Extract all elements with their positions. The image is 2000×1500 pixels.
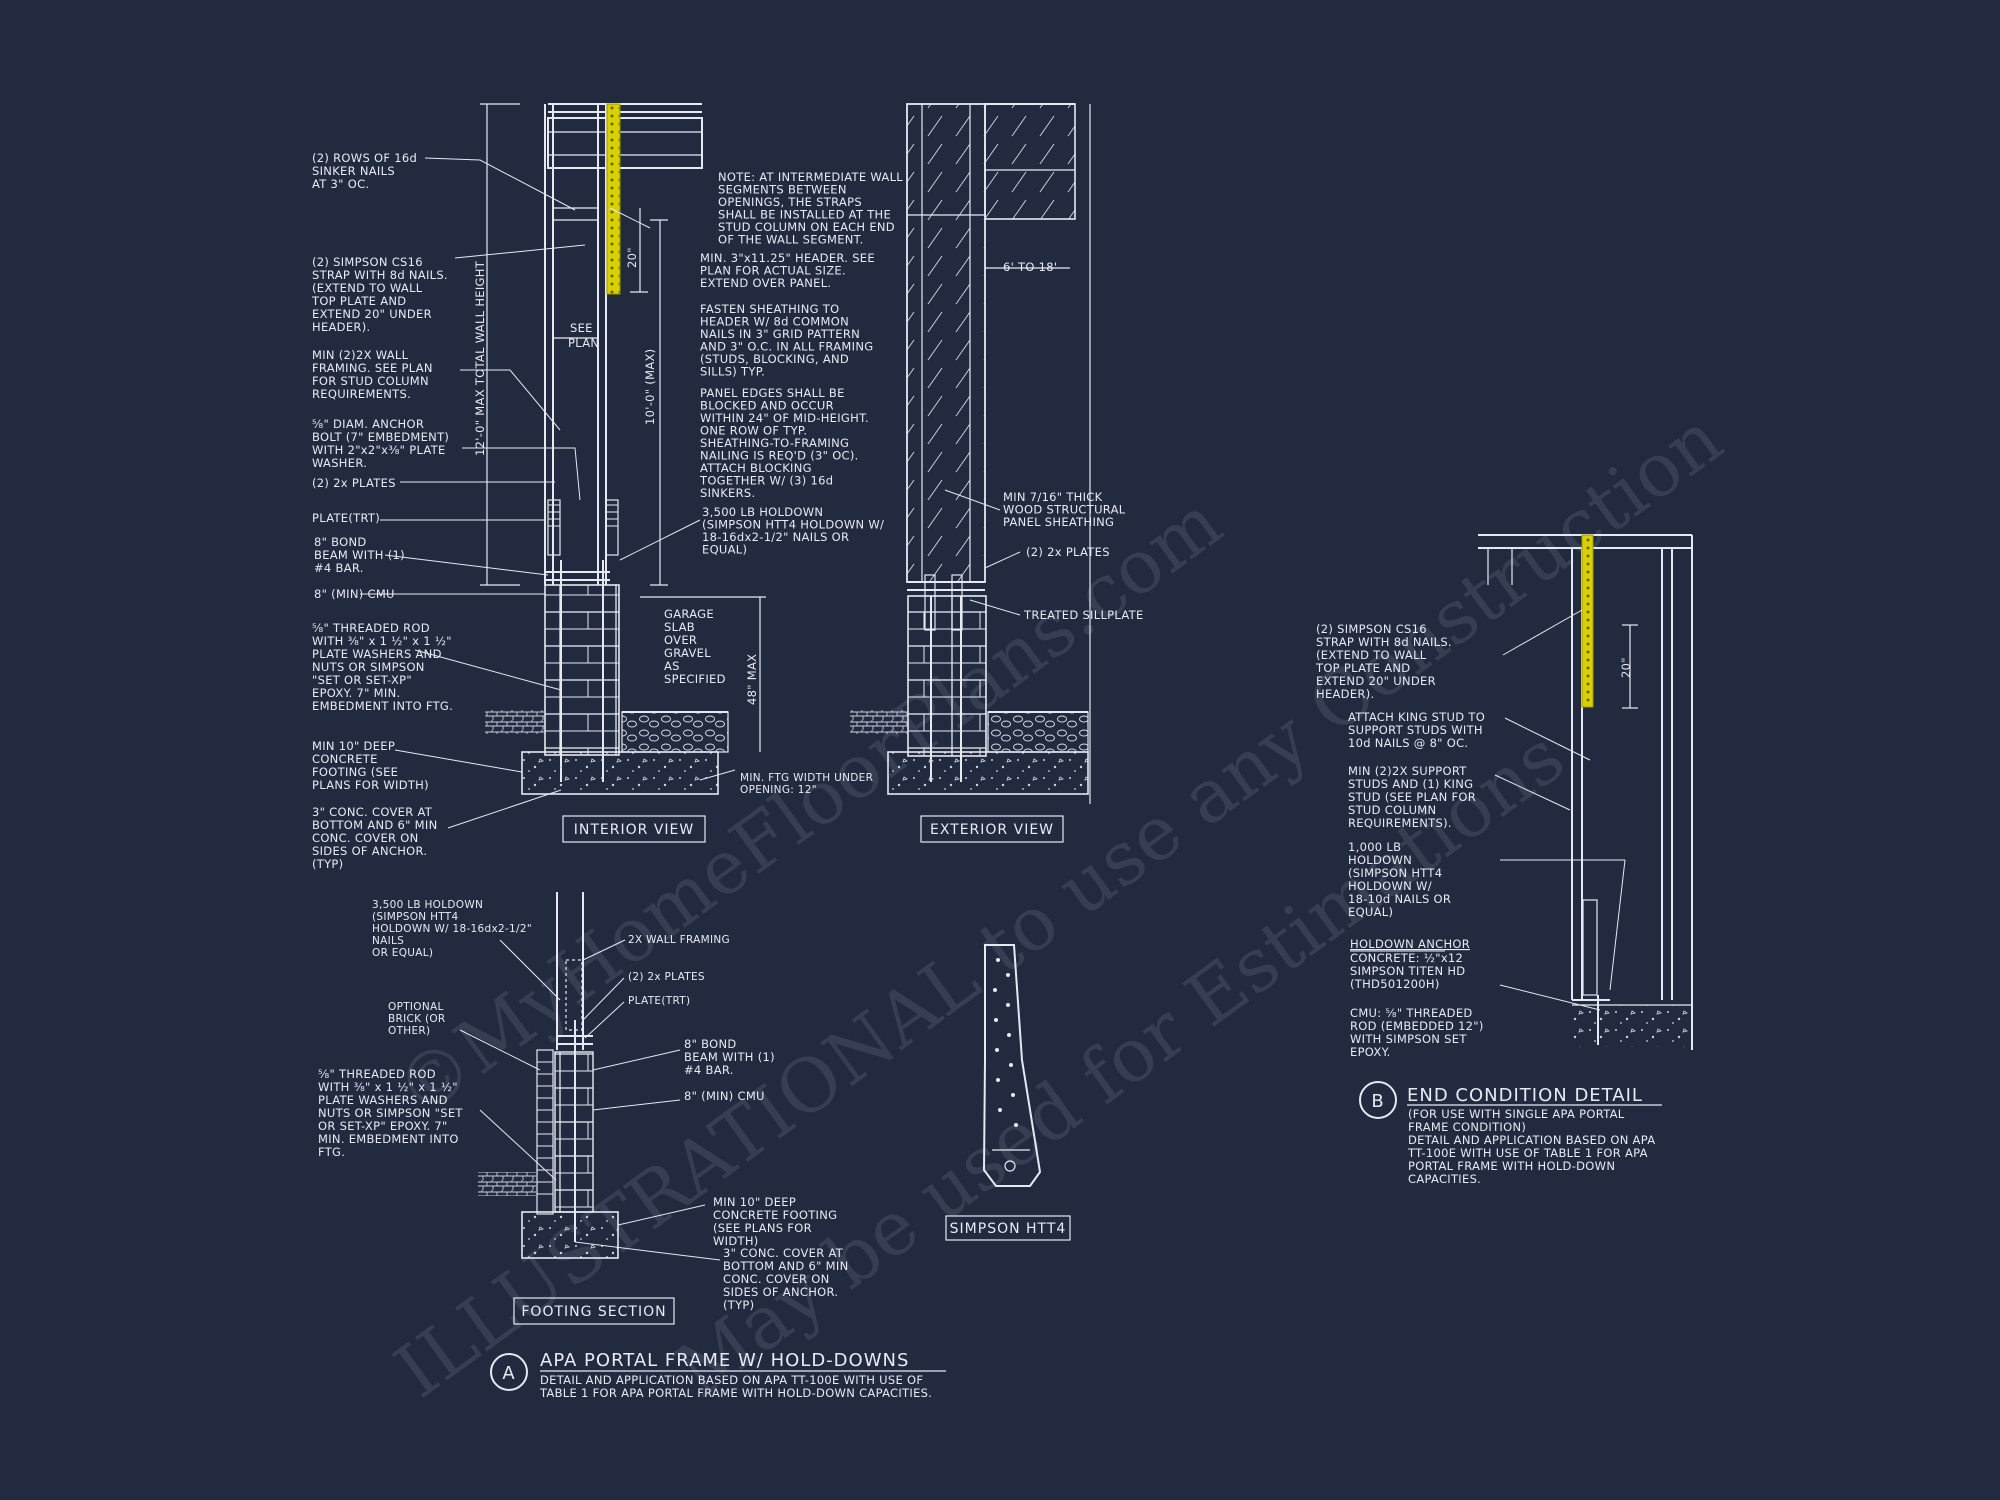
label-simpson-htt4: SIMPSON HTT4: [950, 1221, 1067, 1237]
fs-note-threaded-rod: ⅝" THREADED ROD WITH ⅜" x 1 ½" x 1 ½" PL…: [318, 1067, 467, 1159]
interior-view: [360, 103, 766, 829]
fs-note-brick: OPTIONAL BRICK (OR OTHER): [388, 1001, 449, 1037]
detail-b-subtitle: (FOR USE WITH SINGLE APA PORTAL FRAME CO…: [1407, 1107, 1659, 1186]
dim-48-max: 48" MAX: [745, 654, 759, 705]
header-beam: [547, 117, 703, 169]
note-straps: NOTE: AT INTERMEDIATE WALL SEGMENTS BETW…: [718, 170, 907, 247]
note-min-ftg: MIN. FTG WIDTH UNDER OPENING: 12": [740, 772, 877, 796]
note-ext-plates: (2) 2x PLATES: [1026, 545, 1110, 559]
sheathing-panel: [906, 103, 986, 583]
b-note-king-stud: ATTACH KING STUD TO SUPPORT STUDS WITH 1…: [1348, 710, 1489, 750]
fs-note-plate-trt: PLATE(TRT): [628, 995, 690, 1007]
note-fasten: FASTEN SHEATHING TO HEADER W/ 8d COMMON …: [700, 302, 877, 379]
dim-6-to-18: 6' TO 18': [1003, 260, 1057, 274]
fs-note-footing: MIN 10" DEEP CONCRETE FOOTING (SEE PLANS…: [713, 1195, 841, 1248]
simpson-htt4-drawing: [982, 944, 1042, 1187]
exterior-view: [850, 103, 1091, 804]
b-note-anchor-title: HOLDOWN ANCHOR: [1350, 937, 1470, 951]
note-header: MIN. 3"x11.25" HEADER. SEE PLAN FOR ACTU…: [700, 251, 879, 290]
note-footing: MIN 10" DEEP CONCRETE FOOTING (SEE PLANS…: [312, 739, 429, 792]
dim-20-a: 20": [625, 247, 639, 268]
cs16-strap: [606, 103, 621, 295]
fs-note-bond-beam: 8" BOND BEAM WITH (1) #4 BAR.: [684, 1037, 779, 1077]
note-anchor-bolt: ⅝" DIAM. ANCHOR BOLT (7" EMBEDMENT) WITH…: [312, 417, 453, 470]
detail-b-marker: B: [1371, 1091, 1384, 1112]
note-plate-trt: PLATE(TRT): [312, 511, 380, 525]
note-panel-edges: PANEL EDGES SHALL BE BLOCKED AND OCCUR W…: [699, 386, 873, 500]
label-interior-view: INTERIOR VIEW: [574, 822, 694, 838]
label-exterior-view: EXTERIOR VIEW: [930, 822, 1054, 838]
note-wall-framing: MIN (2)2X WALL FRAMING. SEE PLAN FOR STU…: [312, 348, 437, 401]
note-conc-cover: 3" CONC. COVER AT BOTTOM AND 6" MIN CONC…: [312, 805, 441, 871]
interior-notes: (2) ROWS OF 16d SINKER NAILS AT 3" OC. (…: [311, 151, 877, 871]
b-dim-20: 20": [1619, 657, 1633, 678]
cmu-wall: [544, 584, 620, 756]
b-note-holdown: 1,000 LB HOLDOWN (SIMPSON HTT4 HOLDOWN W…: [1348, 840, 1455, 919]
end-condition-notes: (2) SIMPSON CS16 STRAP WITH 8d NAILS. (E…: [1315, 622, 1633, 1059]
footing-notes: 3,500 LB HOLDOWN (SIMPSON HTT4 HOLDOWN W…: [318, 899, 852, 1312]
b-note-support-studs: MIN (2)2X SUPPORT STUDS AND (1) KING STU…: [1348, 764, 1480, 830]
dim-12-max: 12'-0" MAX TOTAL WALL HEIGHT: [473, 260, 487, 456]
note-plates: (2) 2x PLATES: [312, 476, 396, 490]
view-labels: INTERIOR VIEW EXTERIOR VIEW FOOTING SECT…: [513, 815, 1071, 1325]
detail-a-marker: A: [502, 1363, 515, 1384]
exterior-notes: 6' TO 18' MIN 7/16" THICK WOOD STRUCTURA…: [1003, 260, 1144, 622]
b-note-cs16: (2) SIMPSON CS16 STRAP WITH 8d NAILS. (E…: [1315, 622, 1456, 701]
note-cmu: 8" (MIN) CMU: [314, 587, 395, 601]
detail-b-title: END CONDITION DETAIL: [1407, 1085, 1643, 1106]
b-note-anchor-concrete: CONCRETE: ½"x12 SIMPSON TITEN HD (THD501…: [1350, 951, 1469, 991]
footing-section: [459, 892, 721, 1261]
note-sheathing: MIN 7/16" THICK WOOD STRUCTURAL PANEL SH…: [1003, 490, 1129, 529]
dim-10-max: 10'-0" (MAX): [643, 349, 657, 425]
label-footing-section: FOOTING SECTION: [521, 1304, 666, 1320]
note-sillplate: TREATED SILLPLATE: [1023, 608, 1144, 622]
detail-b-title-block: B END CONDITION DETAIL (FOR USE WITH SIN…: [1359, 1081, 1662, 1186]
fs-note-cmu: 8" (MIN) CMU: [684, 1089, 765, 1103]
fs-note-plates: (2) 2x PLATES: [628, 971, 705, 983]
note-holdown: 3,500 LB HOLDOWN (SIMPSON HTT4 HOLDOWN W…: [702, 505, 888, 557]
note-bond-beam: 8" BOND BEAM WITH (1) #4 BAR.: [314, 535, 409, 575]
detail-a-subtitle: DETAIL AND APPLICATION BASED ON APA TT-1…: [539, 1373, 932, 1400]
footing: [521, 751, 719, 795]
detail-a-title-block: A APA PORTAL FRAME W/ HOLD-DOWNS DETAIL …: [490, 1350, 946, 1400]
fs-note-wall-framing: 2X WALL FRAMING: [628, 934, 730, 946]
fs-note-holdown: 3,500 LB HOLDOWN (SIMPSON HTT4 HOLDOWN W…: [372, 899, 536, 959]
note-see-plan: SEE PLAN: [568, 321, 599, 350]
note-sinker-nails: (2) ROWS OF 16d SINKER NAILS AT 3" OC.: [312, 151, 421, 191]
fs-note-conc-cover: 3" CONC. COVER AT BOTTOM AND 6" MIN CONC…: [723, 1246, 852, 1312]
note-threaded-rod: ⅝" THREADED ROD WITH ⅜" x 1 ½" x 1 ½" PL…: [312, 621, 456, 713]
note-cs16-strap: (2) SIMPSON CS16 STRAP WITH 8d NAILS. (E…: [311, 255, 452, 334]
b-note-anchor-cmu: CMU: ⅝" THREADED ROD (EMBEDDED 12") WITH…: [1350, 1006, 1488, 1059]
note-garage-slab: GARAGE SLAB OVER GRAVEL AS SPECIFIED: [664, 607, 726, 686]
center-notes: NOTE: AT INTERMEDIATE WALL SEGMENTS BETW…: [699, 170, 907, 557]
end-condition-detail: [1478, 534, 1693, 1050]
detail-a-title: APA PORTAL FRAME W/ HOLD-DOWNS: [540, 1350, 909, 1371]
